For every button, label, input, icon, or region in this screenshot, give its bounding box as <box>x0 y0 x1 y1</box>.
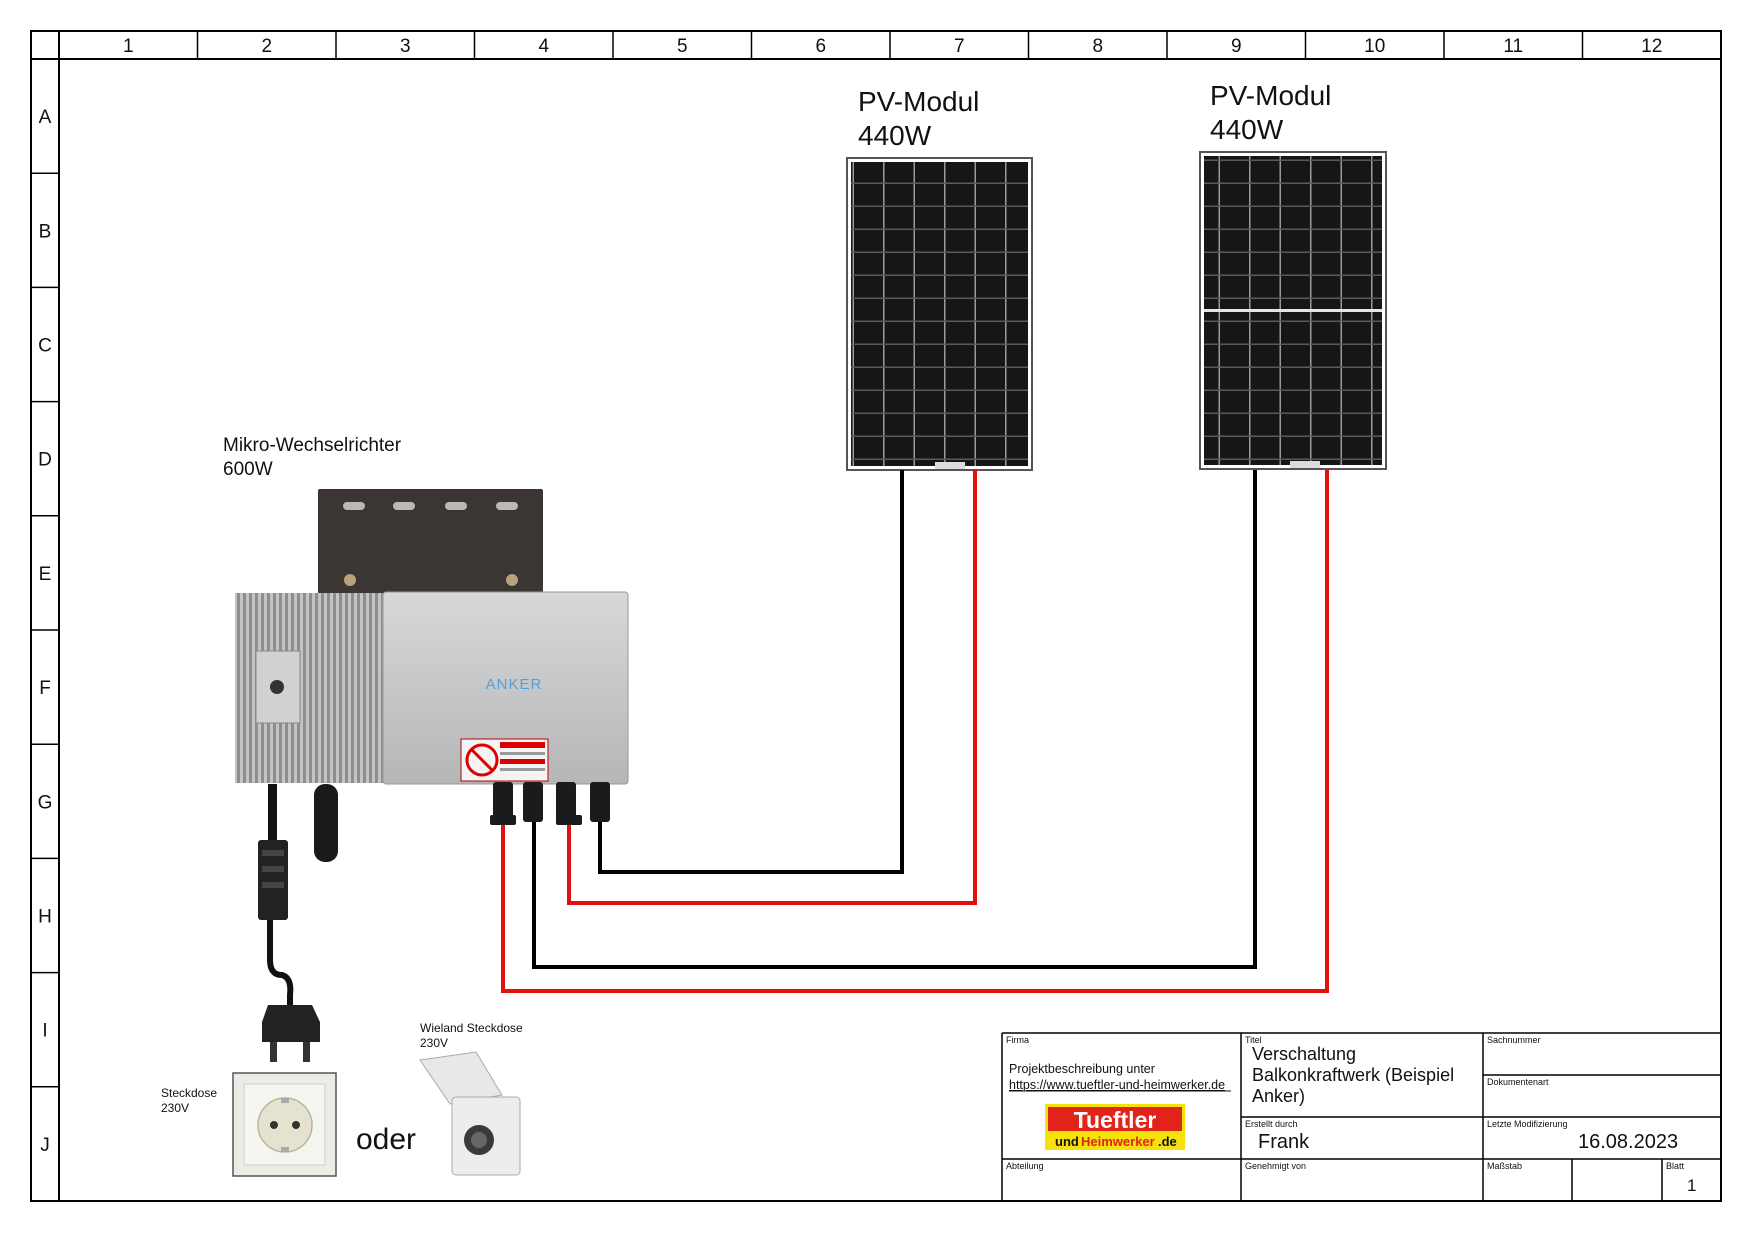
grid-row-label: I <box>42 1021 47 1042</box>
grid-row-label: E <box>39 564 52 585</box>
grid-row-label: F <box>39 678 51 699</box>
grid-column-label: 2 <box>261 36 272 57</box>
grid-column-label: 6 <box>815 36 826 57</box>
titel-line-1: Verschaltung <box>1252 1044 1356 1064</box>
micro-inverter: Mikro-Wechselrichter 600W ANKER <box>223 435 629 1005</box>
pv-module-2-power: 440W <box>1210 114 1284 145</box>
firma-description: Projektbeschreibung unter <box>1009 1062 1155 1076</box>
grid-row-label: G <box>38 792 53 813</box>
wieland-outlet-label: Wieland Steckdose <box>420 1021 523 1035</box>
schuko-plug <box>262 1005 320 1062</box>
grid-row-label: J <box>40 1135 50 1156</box>
module-1-negative-cable <box>598 470 904 874</box>
inverter-ac-cable <box>268 784 277 844</box>
pv-module-1-power: 440W <box>858 120 932 151</box>
grid-row-labels: A B C D E F G H I J <box>31 107 59 1156</box>
drawing-frame <box>30 30 1722 1202</box>
erstellt-value: Frank <box>1258 1131 1310 1153</box>
titel-label: Titel <box>1245 1035 1262 1045</box>
title-block <box>1001 1032 1721 1201</box>
dokumentenart-label: Dokumentenart <box>1487 1077 1549 1087</box>
titel-line-2: Balkonkraftwerk (Beispiel <box>1252 1065 1454 1085</box>
grid-column-label: 5 <box>677 36 688 57</box>
blatt-value: 1 <box>1687 1176 1696 1195</box>
grid-column-label: 11 <box>1503 36 1523 57</box>
grid-column-label: 3 <box>400 36 411 57</box>
grid-column-label: 4 <box>538 36 549 57</box>
schuko-outlet-label: Steckdose <box>161 1086 217 1100</box>
svg-text:Heimwerker: Heimwerker <box>1081 1134 1155 1149</box>
inverter-antenna <box>314 784 338 862</box>
grid-row-label: H <box>38 907 52 928</box>
grid-column-label: 12 <box>1641 36 1662 57</box>
erstellt-label: Erstellt durch <box>1245 1119 1298 1129</box>
pv-module-2: PV-Modul 440W <box>1199 80 1387 470</box>
grid-column-label: 1 <box>123 36 134 57</box>
module-1-positive-cable <box>567 470 977 905</box>
grid-row-label: B <box>39 221 52 242</box>
titel-line-3: Anker) <box>1252 1086 1305 1106</box>
svg-text:Tueftler: Tueftler <box>1074 1107 1157 1133</box>
grid-row-label: A <box>39 107 52 128</box>
blatt-label: Blatt <box>1666 1161 1685 1171</box>
inverter-warning-label <box>460 738 549 782</box>
abteilung-label: Abteilung <box>1006 1161 1044 1171</box>
svg-text:.de: .de <box>1158 1134 1177 1149</box>
inverter-brand-logo: ANKER <box>486 676 543 693</box>
grid-column-label: 8 <box>1092 36 1103 57</box>
grid-row-label: C <box>38 336 52 357</box>
inverter-title: Mikro-Wechselrichter <box>223 435 402 456</box>
modifiziert-value: 16.08.2023 <box>1578 1131 1678 1153</box>
module-2-negative-cable <box>532 470 1257 969</box>
grid-column-label: 10 <box>1364 36 1385 57</box>
or-label: oder <box>356 1123 416 1156</box>
inverter-power: 600W <box>223 459 273 480</box>
pv-module-1-title: PV-Modul <box>858 86 979 117</box>
wieland-outlet: Wieland Steckdose 230V <box>419 1021 523 1176</box>
pv-module-2-title: PV-Modul <box>1210 80 1331 111</box>
pv-module-2-half-cut-line <box>1204 309 1382 312</box>
genehmigt-label: Genehmigt von <box>1245 1161 1306 1171</box>
schuko-outlet-voltage: 230V <box>161 1101 189 1115</box>
dc-wiring <box>501 470 1329 993</box>
massstab-label: Maßstab <box>1487 1161 1522 1171</box>
grid-column-label: 9 <box>1231 36 1242 57</box>
inverter-status-led <box>270 680 284 694</box>
pv-module-1-junction-box <box>935 462 965 469</box>
wieland-outlet-voltage: 230V <box>420 1036 448 1050</box>
modifiziert-label: Letzte Modifizierung <box>1487 1119 1568 1129</box>
module-2-positive-cable <box>501 470 1329 993</box>
title-block-text: Firma Projektbeschreibung unter https://… <box>1006 1035 1696 1195</box>
pv-module-2-junction-box <box>1290 461 1320 468</box>
tueftler-logo: Tueftler und Heimwerker .de <box>1045 1104 1185 1150</box>
firma-link[interactable]: https://www.tueftler-und-heimwerker.de <box>1009 1078 1225 1092</box>
pv-module-1: PV-Modul 440W <box>846 86 1033 471</box>
sachnummer-label: Sachnummer <box>1487 1035 1541 1045</box>
inverter-mounting-bracket <box>318 489 543 595</box>
pv-module-1-cells <box>851 162 1028 466</box>
ac-connector <box>258 840 294 1005</box>
grid-row-label: D <box>38 450 52 471</box>
schuko-outlet: Steckdose 230V <box>161 1072 337 1177</box>
dc-connectors <box>490 782 610 825</box>
grid-column-label: 7 <box>954 36 965 57</box>
svg-text:und: und <box>1055 1134 1079 1149</box>
firma-label: Firma <box>1006 1035 1029 1045</box>
